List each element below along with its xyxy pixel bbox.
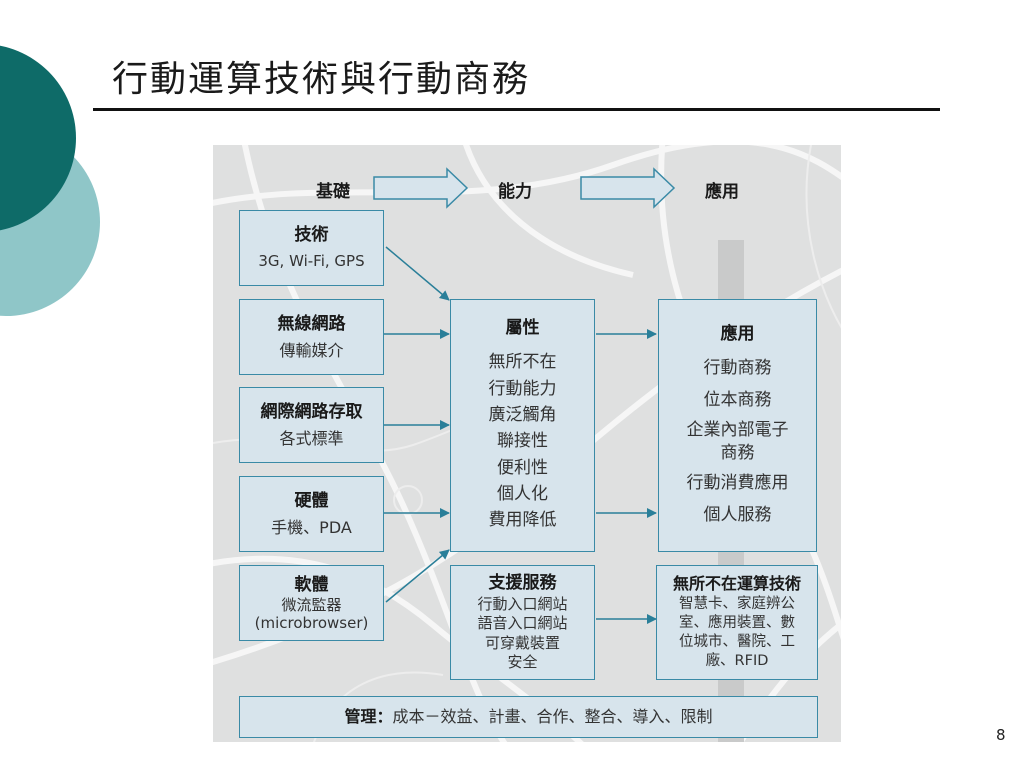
- box-applications: 應用 行動商務 位本商務 企業內部電子 商務 行動消費應用 個人服務: [658, 299, 817, 552]
- ubiquitous-item: 室、應用裝置、數: [679, 614, 795, 631]
- flow-label-application: 應用: [705, 182, 739, 202]
- arrow-software-to-attributes: [385, 549, 450, 603]
- box-wireless-network-title: 無線網路: [277, 313, 346, 334]
- box-management-detail: 成本－效益、計畫、合作、整合、導入、限制: [392, 706, 713, 726]
- box-technology-title: 技術: [294, 225, 329, 246]
- box-internet-access-detail: 各式標準: [279, 428, 344, 448]
- attribute-item: 聯接性: [497, 431, 548, 452]
- box-management: 管理： 成本－效益、計畫、合作、整合、導入、限制: [239, 696, 818, 738]
- support-service-item: 語音入口網站: [477, 614, 568, 633]
- box-attributes-title: 屬性: [505, 318, 540, 339]
- support-service-item: 安全: [507, 653, 538, 672]
- page-number: 8: [996, 726, 1006, 744]
- arrow-technology-to-attributes: [385, 246, 450, 301]
- support-service-item: 可穿戴裝置: [484, 633, 560, 652]
- attribute-item: 便利性: [497, 457, 548, 478]
- box-software-detail-line-1: 微流監器: [281, 596, 342, 615]
- box-wireless-network-detail: 傳輸媒介: [279, 340, 344, 360]
- attribute-item: 費用降低: [488, 510, 557, 531]
- application-item: 商務: [720, 442, 755, 463]
- box-ubiquitous-computing-title: 無所不在運算技術: [672, 573, 801, 593]
- title-underline: [93, 108, 940, 111]
- connector-arrows: [373, 167, 676, 624]
- application-item: 行動商務: [703, 357, 772, 378]
- box-wireless-network: 無線網路 傳輸媒介: [239, 299, 384, 375]
- box-technology-detail: 3G, Wi-Fi, GPS: [258, 252, 365, 271]
- ubiquitous-item: 位城市、醫院、工: [679, 633, 795, 650]
- flow-arrow-1: [373, 167, 469, 209]
- flow-arrow-2: [580, 167, 676, 209]
- decorative-circles: [0, 45, 100, 316]
- box-support-services-title: 支援服務: [488, 573, 557, 594]
- box-attributes: 屬性 無所不在 行動能力 廣泛觸角 聯接性 便利性 個人化 費用降低: [450, 299, 595, 552]
- box-management-title: 管理：: [344, 706, 393, 726]
- box-hardware-detail: 手機、PDA: [271, 517, 352, 537]
- application-item: 個人服務: [703, 504, 772, 525]
- box-applications-title: 應用: [720, 323, 755, 344]
- application-item: 行動消費應用: [686, 472, 789, 493]
- flow-label-foundation: 基礎: [316, 182, 350, 202]
- box-software-title: 軟體: [294, 574, 329, 595]
- box-ubiquitous-computing: 無所不在運算技術 智慧卡、家庭辨公 室、應用裝置、數 位城市、醫院、工 廠、RF…: [656, 565, 818, 680]
- attribute-item: 無所不在: [488, 352, 557, 373]
- box-hardware-title: 硬體: [294, 490, 329, 511]
- box-software: 軟體 微流監器 (microbrowser): [239, 565, 384, 641]
- support-service-item: 行動入口網站: [477, 594, 568, 613]
- ubiquitous-item: 智慧卡、家庭辨公: [679, 595, 795, 612]
- flow-label-capability: 能力: [498, 182, 532, 202]
- box-technology: 技術 3G, Wi-Fi, GPS: [239, 210, 384, 286]
- box-internet-access-title: 網際網路存取: [260, 401, 363, 422]
- attribute-item: 行動能力: [488, 378, 557, 399]
- application-item: 位本商務: [703, 390, 772, 411]
- attribute-item: 個人化: [497, 484, 548, 505]
- slide-title: 行動運算技術與行動商務: [112, 59, 531, 100]
- box-software-detail-line-2: (microbrowser): [254, 614, 369, 633]
- attribute-item: 廣泛觸角: [488, 405, 557, 426]
- box-support-services: 支援服務 行動入口網站 語音入口網站 可穿戴裝置 安全: [450, 565, 595, 680]
- diagram: 基礎 能力 應用 技術 3G, Wi-Fi, GPS 無線網路 傳輸媒介 網際網…: [213, 145, 841, 742]
- box-internet-access: 網際網路存取 各式標準: [239, 387, 384, 463]
- application-item: 企業內部電子: [686, 420, 789, 441]
- box-hardware: 硬體 手機、PDA: [239, 476, 384, 552]
- ubiquitous-item: 廠、RFID: [705, 653, 769, 670]
